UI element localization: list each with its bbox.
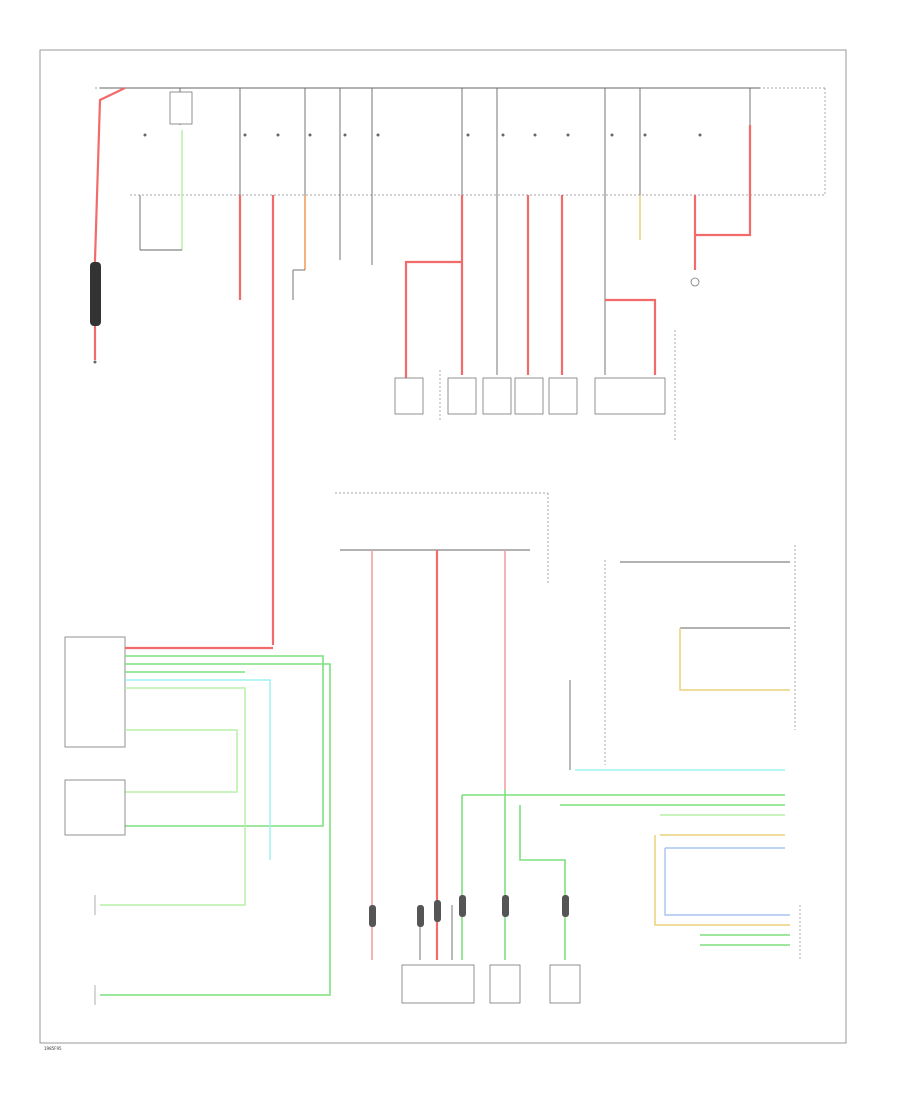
page-footer: 1985F95 bbox=[44, 1046, 62, 1051]
bus-drops bbox=[238, 125, 752, 645]
power-distribution-center bbox=[95, 87, 826, 196]
lower-components bbox=[401, 964, 581, 1004]
right-harness bbox=[560, 545, 801, 960]
diagram-frame bbox=[39, 49, 847, 1044]
upper-components bbox=[394, 277, 700, 440]
center-harness bbox=[335, 492, 785, 960]
left-module bbox=[64, 636, 331, 1005]
fusible-link bbox=[90, 262, 101, 326]
inline-connectors bbox=[369, 895, 569, 927]
battery-feed bbox=[90, 87, 183, 364]
relay-box bbox=[169, 91, 193, 125]
fuse-branches bbox=[179, 88, 751, 195]
fuse-symbols bbox=[143, 133, 702, 137]
